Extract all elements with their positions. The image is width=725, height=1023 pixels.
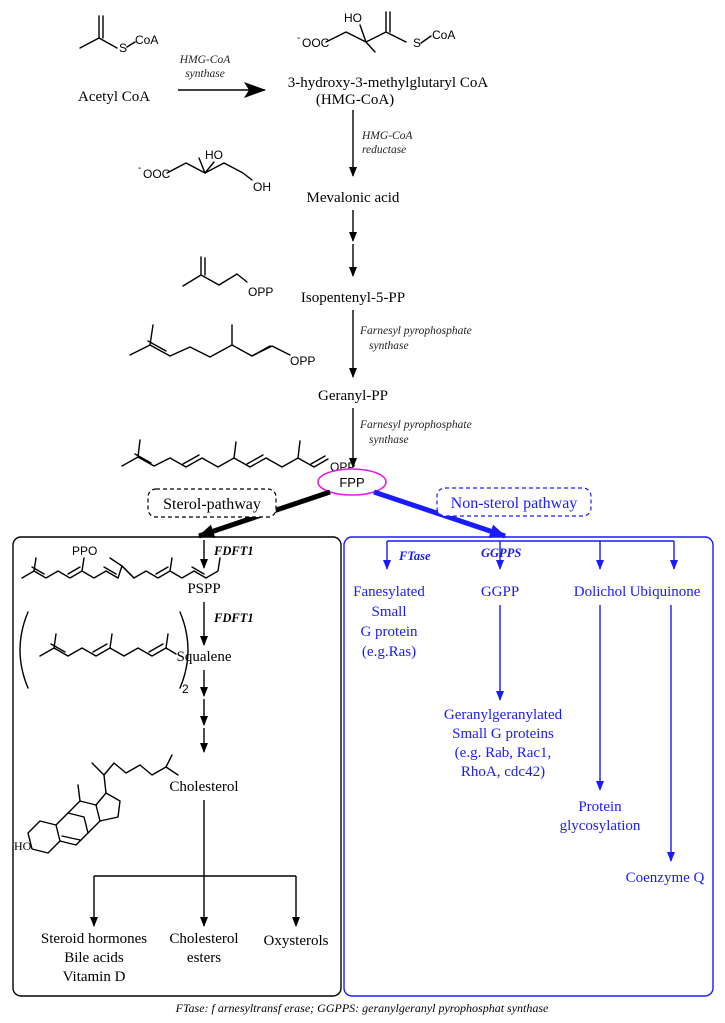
geranylgeranylated-label-4: RhoA, cdc42) [461,764,545,780]
fdft1-label-b: FDFT1 [213,611,254,625]
acetyl-coa-structure: S CoA [79,15,158,55]
mev-ho-label: HO [205,148,223,162]
pspp-structure: PPO [21,544,221,579]
vitamin-d-label: Vitamin D [63,969,126,985]
squalene-structure: 2 [19,611,189,696]
acetyl-coa-group-label: CoA [135,33,158,47]
cholesterol-structure: HO [14,754,179,854]
mev-oh-label: OH [253,180,271,194]
coenzyme-q-label: Coenzyme Q [626,870,705,886]
sterol-pathway-label: Sterol-pathway [163,496,261,513]
cholesterol-esters-label-1: Cholesterol [169,931,238,947]
hmg-coa-structure: - OOC HO S CoA [297,11,455,53]
geranyl-pp-structure: OPP [129,324,315,368]
nonsterol-pathway-badge [436,487,592,517]
pspp-label: PSPP [187,581,220,597]
hmg-reductase-label-2: reductase [362,144,406,156]
cholesterol-esters-label-2: esters [187,950,221,966]
protein-glycosylation-label-1: Protein [578,799,622,815]
hmg-reductase-label-1: HMG-CoA [361,130,413,142]
mev-minus-label: - [138,163,141,174]
squalene-label: Squalene [177,649,232,665]
geranylgeranylated-label-3: (e.g. Rab, Rac1, [455,745,552,761]
protein-glycosylation-label-2: glycosylation [560,818,641,834]
sterol-pathway-badge [147,488,277,518]
geranylgeranylated-label-2: Small G proteins [452,726,554,742]
fdft1-label-a: FDFT1 [213,544,254,558]
hmg-ho-label: HO [344,11,362,25]
hmg-s-label: S [413,36,421,50]
cholesterol-label: Cholesterol [169,779,238,795]
mevalonic-acid-structure: - OOC HO OH [138,148,271,194]
ggpp-label: GGPP [481,584,519,600]
fpp-structure: OPP [121,439,355,474]
ipp-label: Isopentenyl-5-PP [301,290,405,306]
nonsterol-pathway-label: Non-sterol pathway [451,495,578,512]
acetyl-s-label: S [119,41,127,55]
ggpps-label: GGPPS [481,546,521,560]
steroid-hormones-label: Steroid hormones [41,931,147,947]
nonsterol-pathway-box [343,536,714,997]
fpp-label: FPP [339,475,364,490]
farnesylated-label-1: Fanesylated [353,584,425,600]
hmg-coa-group-label: CoA [432,28,455,42]
farnesylated-label-4: (e.g.Ras) [362,644,416,660]
ipp-structure: OPP [182,256,273,299]
hmg-coa-label: 3-hydroxy-3-methylglutaryl CoA [288,75,489,91]
fpp-synthase2-label-2: synthase [369,434,409,446]
hmg-coa-abbrev: (HMG-CoA) [316,92,394,108]
fpp-synthase1-label-1: Farnesyl pyrophosphate [359,325,472,337]
cholesterol-ho-label: HO [14,839,32,853]
geranylgeranylated-label-1: Geranylgeranylated [444,707,563,723]
sterol-pathway-box [12,536,342,997]
geranyl-pp-label: Geranyl-PP [318,388,388,404]
footnote: FTase: f arnesyltransf erase; GGPPS: ger… [175,1001,549,1015]
fpp-synthase1-label-2: synthase [369,340,409,352]
ppo-label: PPO [72,544,97,558]
ubiquinone-label: Ubiquinone [630,584,701,600]
gpp-opp-label: OPP [290,354,315,368]
ipp-opp-label: OPP [248,285,273,299]
oxysterols-label: Oxysterols [264,933,329,949]
hmg-minus-label: - [297,33,300,44]
hmg-ooc-label: OOC [302,36,330,50]
farnesylated-label-2: Small [371,604,406,620]
dolichol-label: Dolichol [574,584,627,600]
squalene-subscript: 2 [182,682,189,696]
hmg-synthase-label-1: HMG-CoA [179,54,231,66]
acetyl-coa-label: Acetyl CoA [78,89,150,105]
mev-ooc-label: OOC [143,167,171,181]
mevalonic-acid-label: Mevalonic acid [307,190,400,206]
hmg-synthase-label-2: synthase [185,68,225,80]
ftase-label: FTase [398,549,431,563]
fpp-node [317,468,387,496]
farnesylated-label-3: G protein [360,624,418,640]
fpp-synthase2-label-1: Farnesyl pyrophosphate [359,419,472,431]
bile-acids-label: Bile acids [64,950,124,966]
